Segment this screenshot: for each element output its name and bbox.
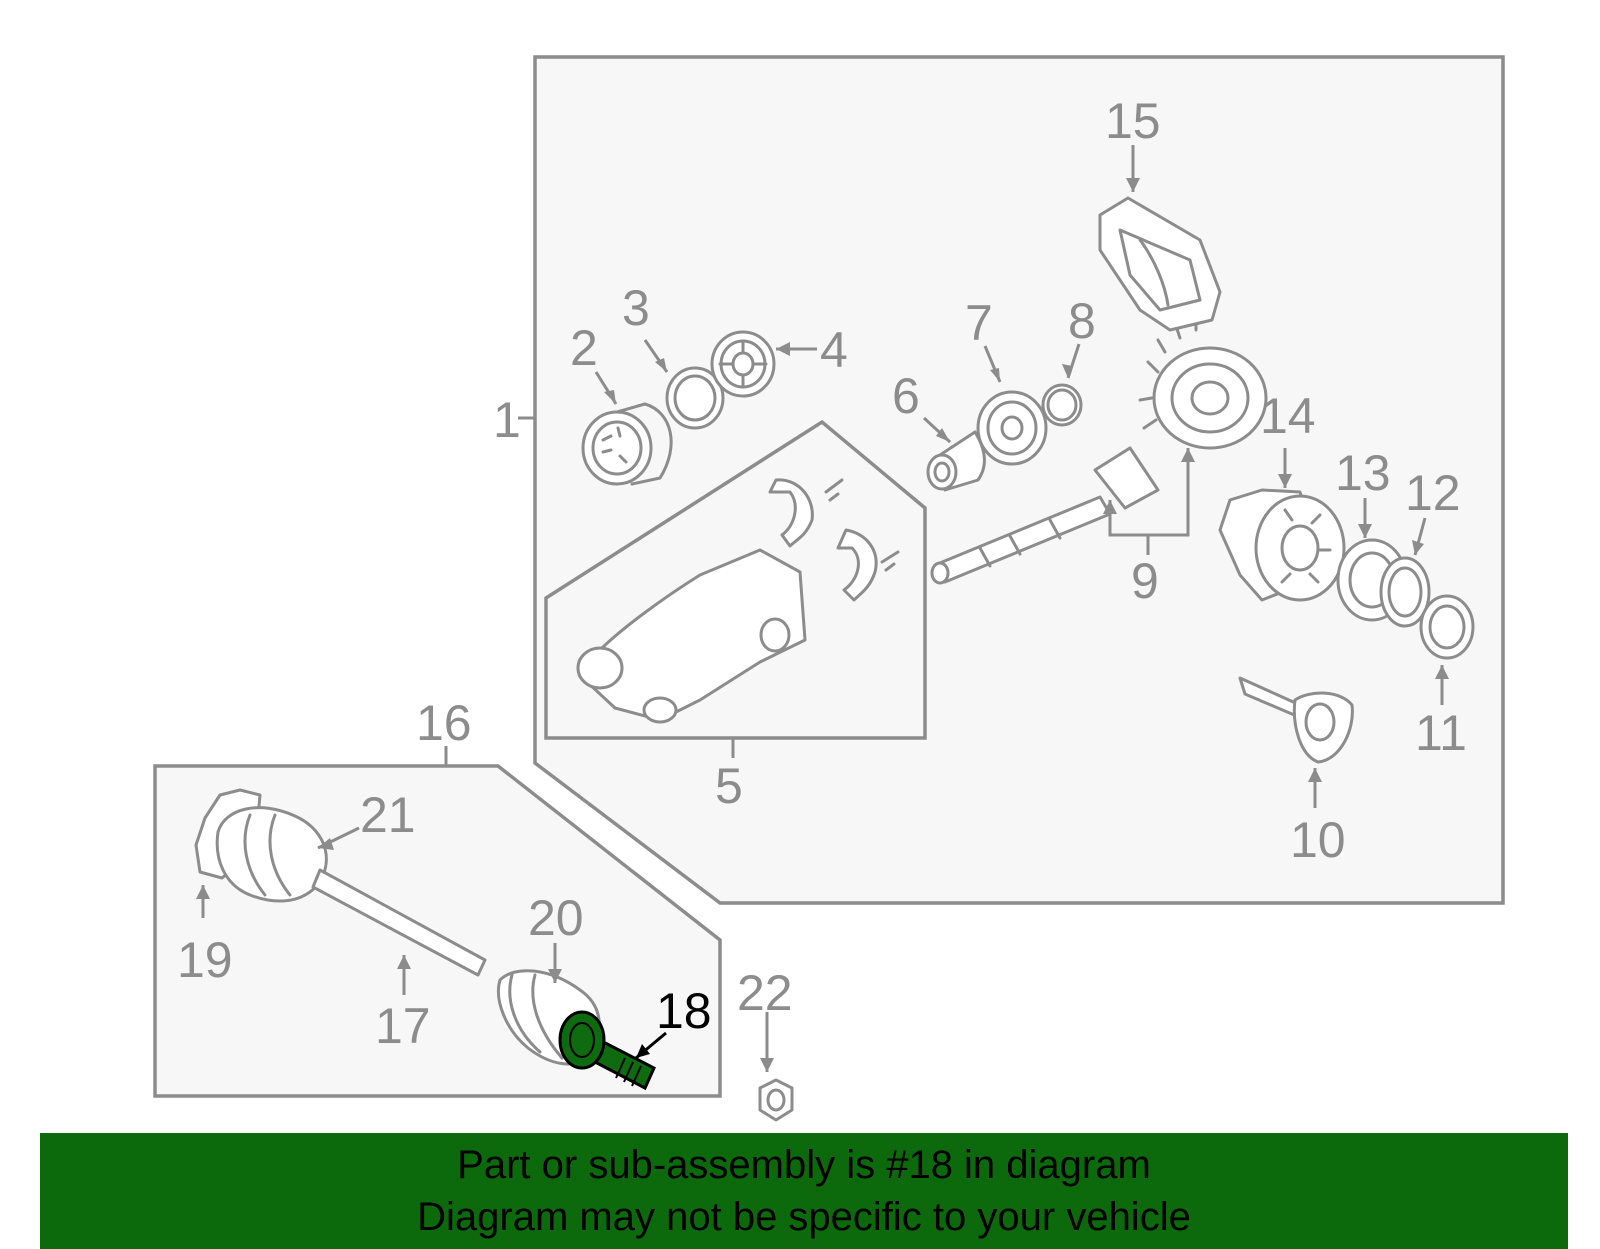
callout-2[interactable]: 2 (570, 320, 598, 376)
part-17-shaft[interactable] (311, 868, 487, 977)
part-14-carrier[interactable] (1218, 488, 1346, 602)
part-8-ring[interactable] (1041, 383, 1083, 427)
callout-7[interactable]: 7 (965, 295, 993, 351)
callout-12[interactable]: 12 (1405, 465, 1461, 521)
callout-16[interactable]: 16 (416, 695, 472, 751)
callout-10[interactable]: 10 (1290, 812, 1346, 868)
part-9-pinion-ring-gear[interactable] (930, 316, 1268, 585)
callout-14[interactable]: 14 (1260, 388, 1316, 444)
callout-17[interactable]: 17 (375, 998, 431, 1054)
part-10-flange[interactable] (1238, 676, 1354, 764)
callout-1[interactable]: 1 (493, 392, 521, 448)
callout-21[interactable]: 21 (360, 787, 416, 843)
part-7-bearing[interactable] (976, 390, 1048, 466)
part-5-bracket-lower[interactable] (836, 528, 900, 602)
leader-arrowheads (196, 178, 1449, 1072)
part-12-race[interactable] (1379, 556, 1431, 628)
callout-labels: 1 2 3 4 5 6 7 8 9 10 11 12 13 14 15 16 1… (177, 93, 1467, 1054)
part-2-joint[interactable] (581, 402, 673, 486)
part-11-seal[interactable] (1419, 594, 1475, 660)
callout-11[interactable]: 11 (1415, 705, 1467, 761)
info-banner: Part or sub-assembly is #18 in diagram D… (40, 1133, 1568, 1249)
part-18-stub-axle[interactable] (558, 1010, 656, 1091)
callout-4[interactable]: 4 (820, 322, 848, 378)
callout-6[interactable]: 6 (892, 368, 920, 424)
part-5-housing[interactable] (576, 548, 807, 724)
part-22-nut[interactable] (758, 1078, 794, 1122)
part-15-cover[interactable] (1098, 196, 1222, 332)
banner-line-2: Diagram may not be specific to your vehi… (417, 1195, 1191, 1239)
callout-3[interactable]: 3 (622, 280, 650, 336)
callout-8[interactable]: 8 (1068, 293, 1096, 349)
callout-13[interactable]: 13 (1335, 445, 1391, 501)
part-3-seal[interactable] (665, 366, 725, 430)
part-5-bracket-upper[interactable] (768, 478, 844, 548)
callout-9[interactable]: 9 (1131, 553, 1159, 609)
part-6-spacer[interactable] (926, 430, 986, 492)
banner-line-1: Part or sub-assembly is #18 in diagram (457, 1143, 1151, 1187)
callout-15[interactable]: 15 (1105, 93, 1161, 149)
callout-18[interactable]: 18 (656, 983, 712, 1039)
callout-20[interactable]: 20 (528, 890, 584, 946)
callout-19[interactable]: 19 (177, 932, 233, 988)
callout-22[interactable]: 22 (737, 965, 793, 1021)
part-4-bearing[interactable] (710, 330, 776, 398)
callout-5[interactable]: 5 (715, 758, 743, 814)
